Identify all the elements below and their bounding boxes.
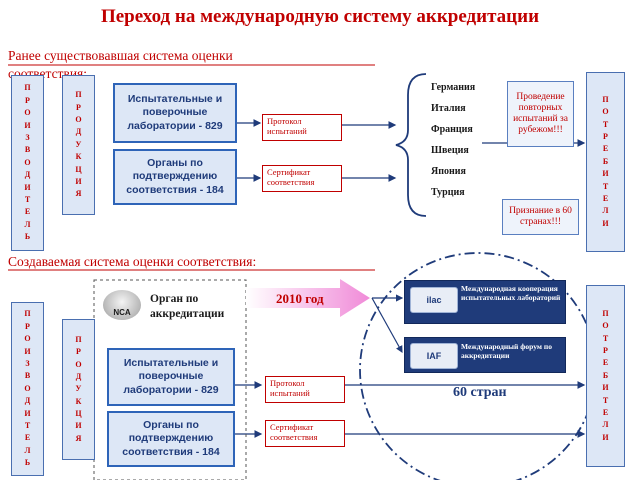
protocol-box: Протокол испытаний xyxy=(262,114,342,141)
ilac-logo-icon: ilac xyxy=(410,287,458,313)
country-item: Германия xyxy=(431,82,476,93)
page-title: Переход на международную систему аккреди… xyxy=(100,6,540,27)
products-column-2: П Р О Д У К Ц И Я xyxy=(62,319,95,460)
country-item: Турция xyxy=(431,187,465,198)
protocol-box-2: Протокол испытаний xyxy=(265,376,345,403)
products-label: П Р О Д У К Ц И Я xyxy=(75,90,82,199)
accreditation-body-label: Орган по аккредитации xyxy=(150,293,225,320)
iaf-box: IAF Международный форум по аккредитации xyxy=(404,337,566,373)
certificate-box: Сертификат соответствия xyxy=(262,165,342,192)
countries-count: 60 стран xyxy=(453,385,507,400)
new-system-heading-text: Создаваемая система оценки соответствия: xyxy=(8,254,257,269)
producers-column-2: П Р О И З В О Д И Т Е Л Ь xyxy=(11,302,44,476)
accreditation-frame xyxy=(93,279,247,480)
iaf-label: Международный форум по аккредитации xyxy=(461,342,552,360)
new-system-heading: Создаваемая система оценки соответствия: xyxy=(8,254,256,270)
old-system-heading-line1: Ранее существовавшая система оценки xyxy=(8,48,233,63)
ncr-logo-text: NCA xyxy=(113,308,131,317)
bodies-box-2: Органы по подтверждению соответствия - 1… xyxy=(107,411,235,467)
country-item: Италия xyxy=(431,103,466,114)
year-arrow xyxy=(246,279,370,317)
iaf-logo-icon: IAF xyxy=(410,343,458,369)
ilac-box: ilac Международная кооперация испытатель… xyxy=(404,280,566,324)
ilac-label: Международная кооперация испытательных л… xyxy=(461,284,561,302)
certificate-box-2: Сертификат соответствия xyxy=(265,420,345,447)
year-label: 2010 год xyxy=(276,291,324,306)
recognition-note: Признание в 60 странах!!! xyxy=(502,199,579,235)
consumers-label: П О Т Р Е Б И Т Е Л И xyxy=(602,94,609,228)
labs-box: Испытательные и поверочные лаборатории -… xyxy=(113,83,237,143)
producers-label: П Р О И З В О Д И Т Е Л Ь xyxy=(24,83,31,242)
country-item: Япония xyxy=(431,166,466,177)
labs-box-2: Испытательные и поверочные лаборатории -… xyxy=(107,348,235,406)
producers-column: П Р О И З В О Д И Т Е Л Ь xyxy=(11,75,44,251)
ncr-logo-icon: NCA xyxy=(103,290,141,320)
consumers-label-2: П О Т Р Е Б И Т Е Л И xyxy=(602,308,609,442)
products-column: П Р О Д У К Ц И Я xyxy=(62,75,95,215)
consumers-column: П О Т Р Е Б И Т Е Л И xyxy=(586,72,625,252)
country-item: Швеция xyxy=(431,145,469,156)
country-item: Франция xyxy=(431,124,473,135)
consumers-column-2: П О Т Р Е Б И Т Е Л И xyxy=(586,285,625,467)
producers-label-2: П Р О И З В О Д И Т Е Л Ь xyxy=(24,309,31,468)
bodies-box: Органы по подтверждению соответствия - 1… xyxy=(113,149,237,205)
repeat-tests-note: Проведение повторных испытаний за рубежо… xyxy=(507,81,574,147)
countries-brace xyxy=(395,73,427,217)
arrow-to-iaf xyxy=(371,297,403,354)
products-label-2: П Р О Д У К Ц И Я xyxy=(75,334,82,443)
